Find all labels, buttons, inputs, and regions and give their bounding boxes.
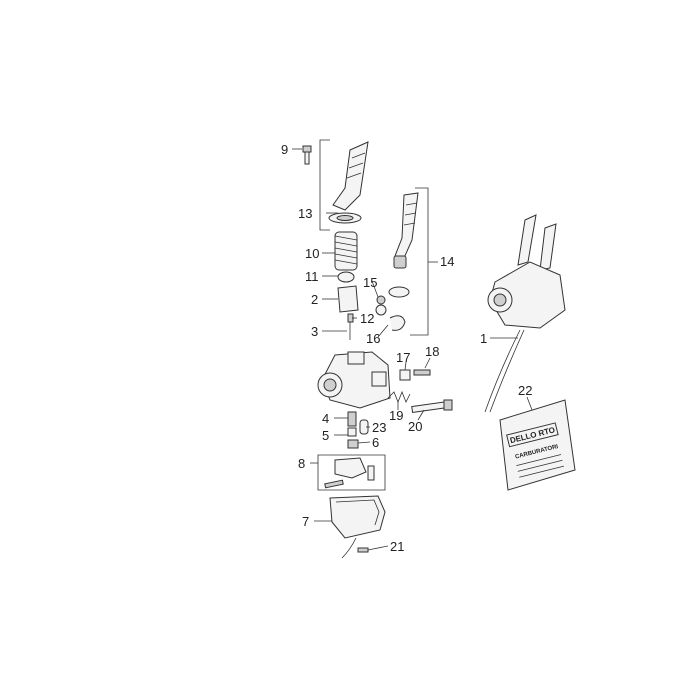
retainer-part — [337, 271, 355, 283]
callout-12: 12 — [360, 311, 374, 326]
starter-valve-part — [375, 295, 406, 331]
callout-11: 11 — [305, 269, 319, 284]
callout-15: 15 — [363, 275, 377, 290]
float-bowl — [329, 495, 386, 559]
jet-parts — [347, 411, 369, 449]
callout-6: 6 — [372, 435, 379, 450]
callout-20: 20 — [408, 419, 422, 434]
leader-lines — [292, 148, 533, 551]
group-bracket — [319, 139, 330, 231]
callout-13: 13 — [298, 206, 312, 221]
throttle-valve-part — [337, 285, 359, 313]
complete-carburetor — [484, 214, 566, 413]
float-assembly — [317, 454, 386, 491]
callout-21: 21 — [390, 539, 404, 554]
callout-7: 7 — [302, 514, 309, 529]
callout-17: 17 — [396, 350, 410, 365]
callout-1: 1 — [480, 331, 487, 346]
callout-16: 16 — [366, 331, 380, 346]
callout-2: 2 — [311, 292, 318, 307]
callout-3: 3 — [311, 324, 318, 339]
parts-bag: DELLO RTO CARBURATORI — [499, 399, 576, 491]
idle-screw-part — [399, 369, 431, 381]
callout-5: 5 — [322, 428, 329, 443]
callout-labels: 9 13 10 11 2 12 3 15 16 14 1 17 18 19 20… — [281, 142, 532, 554]
screw-part — [302, 145, 312, 165]
callout-8: 8 — [298, 456, 305, 471]
callout-14: 14 — [440, 254, 454, 269]
callout-19: 19 — [389, 408, 403, 423]
adjust-screw-part — [387, 390, 453, 414]
carburetor-body — [317, 351, 391, 409]
starter-cable-elbow — [388, 192, 419, 298]
callout-22: 22 — [518, 383, 532, 398]
spring-part — [334, 231, 358, 271]
throttle-cable-elbow — [328, 141, 369, 224]
callout-4: 4 — [322, 411, 329, 426]
drain-screw-part — [357, 547, 369, 553]
callout-10: 10 — [305, 246, 319, 261]
callout-23: 23 — [372, 420, 386, 435]
group-bracket — [410, 187, 429, 336]
callout-18: 18 — [425, 344, 439, 359]
callout-9: 9 — [281, 142, 288, 157]
